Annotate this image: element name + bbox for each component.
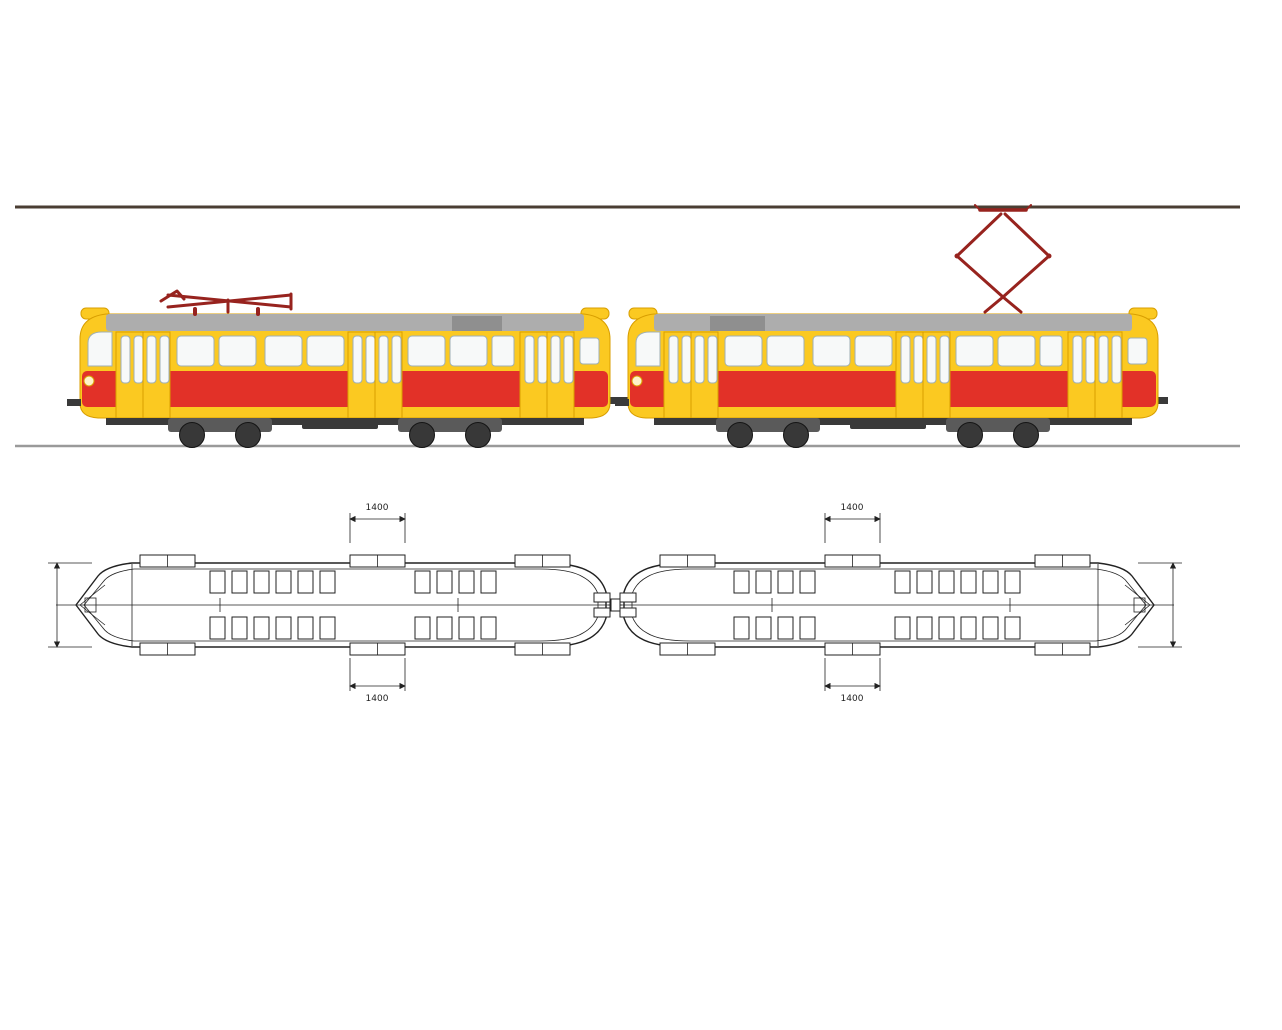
roof-equipment-box [452, 316, 502, 331]
body-width-dimension-left [48, 562, 92, 648]
body-width-dimension-right [1138, 562, 1182, 648]
pantograph-raised [954, 204, 1052, 314]
tram-car-left [67, 308, 610, 448]
floor-plan-left [56, 555, 622, 655]
dimension-label: 1400 [841, 503, 864, 513]
floor-plan-right [608, 555, 1174, 655]
tram-car-right [615, 308, 1158, 448]
dimension-door-right-top [824, 513, 881, 543]
dimension-door-left-top [349, 513, 406, 543]
rear-coupler [1152, 397, 1168, 404]
dimension-label: 1400 [366, 694, 389, 704]
dimension-door-right-bottom [824, 658, 881, 691]
dimension-door-left-bottom [349, 658, 406, 691]
roof-equipment-box [710, 316, 765, 331]
dimension-label: 1400 [841, 694, 864, 704]
dimension-label: 1400 [366, 503, 389, 513]
pantograph-lowered [159, 289, 293, 316]
